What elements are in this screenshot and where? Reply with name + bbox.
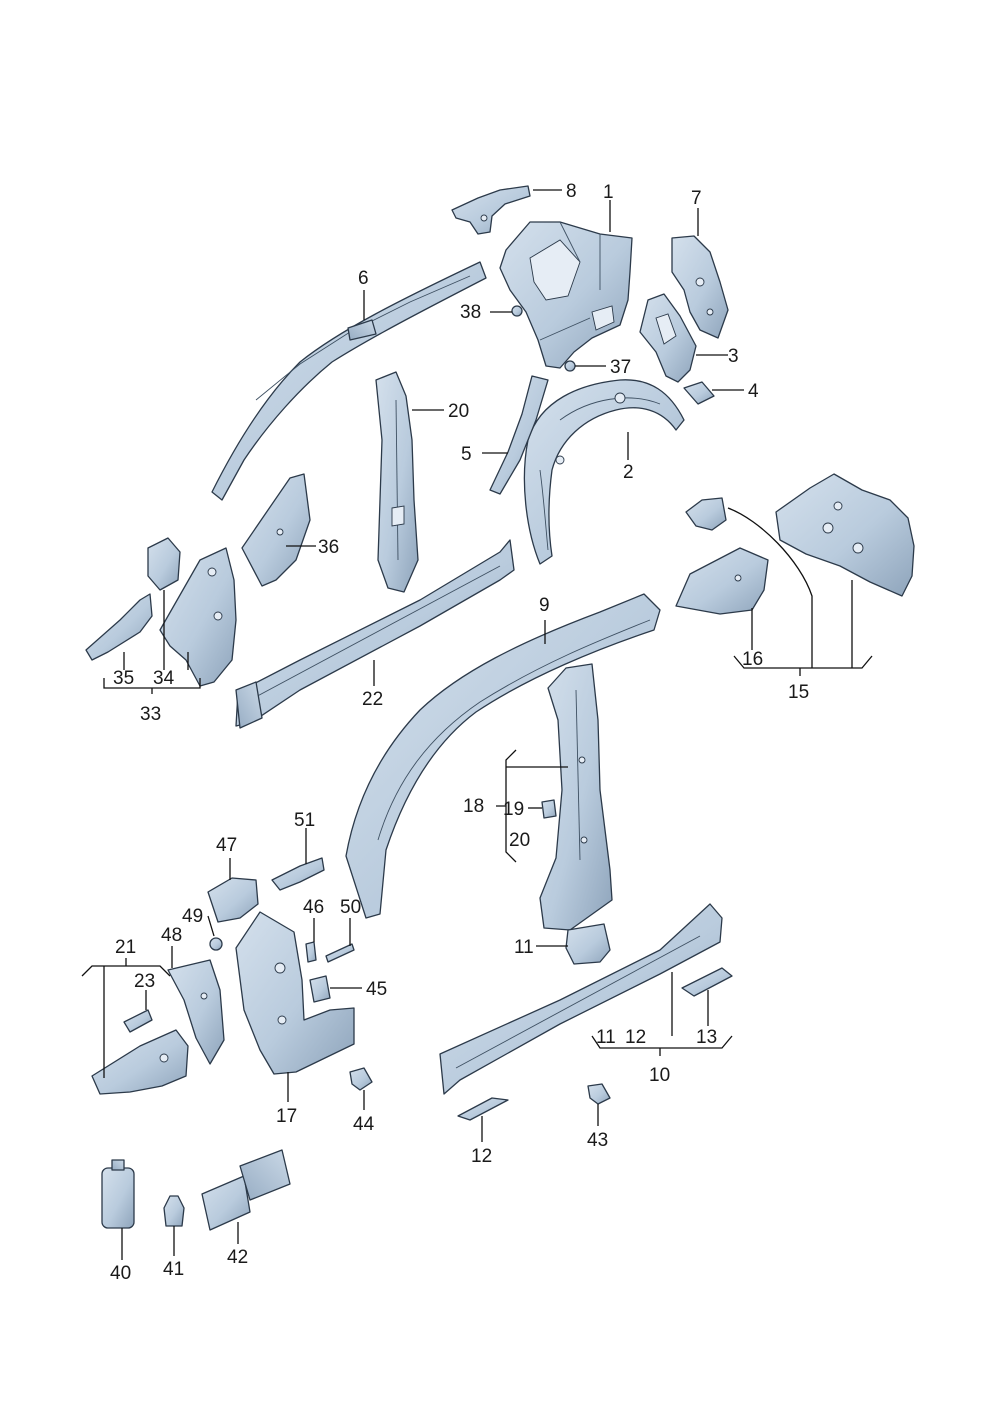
part-45-block bbox=[309, 975, 331, 1003]
callout-17: 17 bbox=[276, 1106, 297, 1127]
callout-33: 33 bbox=[140, 704, 161, 725]
part-3-bracket bbox=[639, 293, 697, 383]
part-33-a-pillar-panel bbox=[159, 547, 237, 687]
callout-16: 16 bbox=[742, 649, 763, 670]
part-10-side-sill-outer bbox=[439, 903, 723, 1095]
part-49-bolt bbox=[209, 937, 223, 951]
part-16-bracket bbox=[675, 547, 769, 615]
callout-3: 3 bbox=[728, 346, 739, 367]
callout-37: 37 bbox=[610, 357, 631, 378]
callout-21: 21 bbox=[115, 937, 136, 958]
callout-19: 19 bbox=[503, 799, 524, 820]
callout-40: 40 bbox=[110, 1263, 131, 1284]
part-47-bracket bbox=[207, 877, 259, 923]
part-2-wheel-housing bbox=[523, 379, 685, 565]
callout-20-upper: 20 bbox=[448, 401, 469, 422]
callout-43: 43 bbox=[587, 1130, 608, 1151]
part-21-bracket bbox=[91, 1029, 189, 1095]
callout-38: 38 bbox=[460, 302, 481, 323]
callout-35: 35 bbox=[113, 668, 134, 689]
callout-46: 46 bbox=[303, 897, 324, 918]
callout-13: 13 bbox=[696, 1027, 717, 1048]
callout-2: 2 bbox=[623, 462, 634, 483]
part-20-b-pillar bbox=[375, 371, 419, 593]
part-6-roof-frame bbox=[211, 261, 487, 501]
callout-50: 50 bbox=[340, 897, 361, 918]
part-37-nut bbox=[564, 360, 576, 372]
part-19-clip bbox=[541, 799, 557, 819]
callout-15: 15 bbox=[788, 682, 809, 703]
callout-6: 6 bbox=[358, 268, 369, 289]
callout-36: 36 bbox=[318, 537, 339, 558]
callout-5: 5 bbox=[461, 444, 472, 465]
part-17-a-pillar-reinforcement bbox=[235, 911, 355, 1075]
callout-12-group: 12 bbox=[625, 1027, 646, 1048]
part-12-bracket bbox=[457, 1097, 509, 1121]
callout-44: 44 bbox=[353, 1114, 375, 1135]
part-51-strip bbox=[271, 857, 325, 891]
part-41-plug bbox=[163, 1195, 185, 1227]
part-40-sealant-can bbox=[101, 1159, 135, 1229]
callout-22: 22 bbox=[362, 689, 383, 710]
part-35-bracket bbox=[85, 593, 153, 661]
part-38-nut bbox=[511, 305, 523, 317]
callout-11: 11 bbox=[514, 937, 534, 958]
part-42-damping-pads bbox=[201, 1149, 291, 1231]
callout-51: 51 bbox=[294, 810, 315, 831]
callout-labels: 8 1 7 3 4 38 37 2 5 6 20 36 22 9 35 34 3… bbox=[110, 181, 809, 1284]
part-18-b-pillar-outer bbox=[539, 663, 613, 931]
callout-11-group: 11 bbox=[596, 1027, 616, 1048]
callout-41: 41 bbox=[163, 1259, 184, 1280]
part-43-bolt bbox=[587, 1083, 611, 1105]
callout-20-lower: 20 bbox=[509, 830, 530, 851]
part-7-bracket bbox=[671, 235, 729, 339]
leader-lines bbox=[81, 189, 873, 1260]
callout-4: 4 bbox=[748, 381, 759, 402]
part-46-clip bbox=[305, 941, 317, 963]
part-5-reinforcement bbox=[489, 375, 549, 495]
part-9-roof-frame-outer bbox=[345, 593, 661, 919]
part-34-bracket bbox=[147, 537, 181, 591]
part-13-bracket bbox=[681, 967, 733, 997]
callout-10: 10 bbox=[649, 1065, 670, 1086]
part-8-bracket bbox=[451, 185, 531, 235]
part-48-bracket bbox=[167, 959, 225, 1065]
callout-34: 34 bbox=[153, 668, 175, 689]
part-15-rear-panel bbox=[775, 473, 915, 597]
part-4-small-bracket bbox=[683, 381, 715, 405]
callout-12: 12 bbox=[471, 1146, 492, 1167]
part-36-panel bbox=[241, 473, 311, 587]
part-1-inner-quarter-panel bbox=[499, 221, 633, 369]
part-15-small-bracket bbox=[685, 497, 727, 531]
callout-23: 23 bbox=[134, 971, 155, 992]
callout-1: 1 bbox=[603, 182, 614, 203]
callout-48: 48 bbox=[161, 925, 182, 946]
callout-45: 45 bbox=[366, 979, 387, 1000]
callout-42: 42 bbox=[227, 1247, 248, 1268]
part-50-strip bbox=[325, 943, 355, 963]
callout-9: 9 bbox=[539, 595, 550, 616]
callout-47: 47 bbox=[216, 835, 237, 856]
part-11-bracket bbox=[565, 923, 611, 965]
callout-7: 7 bbox=[691, 188, 702, 209]
callout-8: 8 bbox=[566, 181, 577, 202]
part-22-side-sill bbox=[235, 539, 515, 729]
part-23-clip bbox=[123, 1009, 153, 1033]
callout-49: 49 bbox=[182, 906, 203, 927]
callout-18: 18 bbox=[463, 796, 484, 817]
part-44-bolt bbox=[349, 1067, 373, 1091]
